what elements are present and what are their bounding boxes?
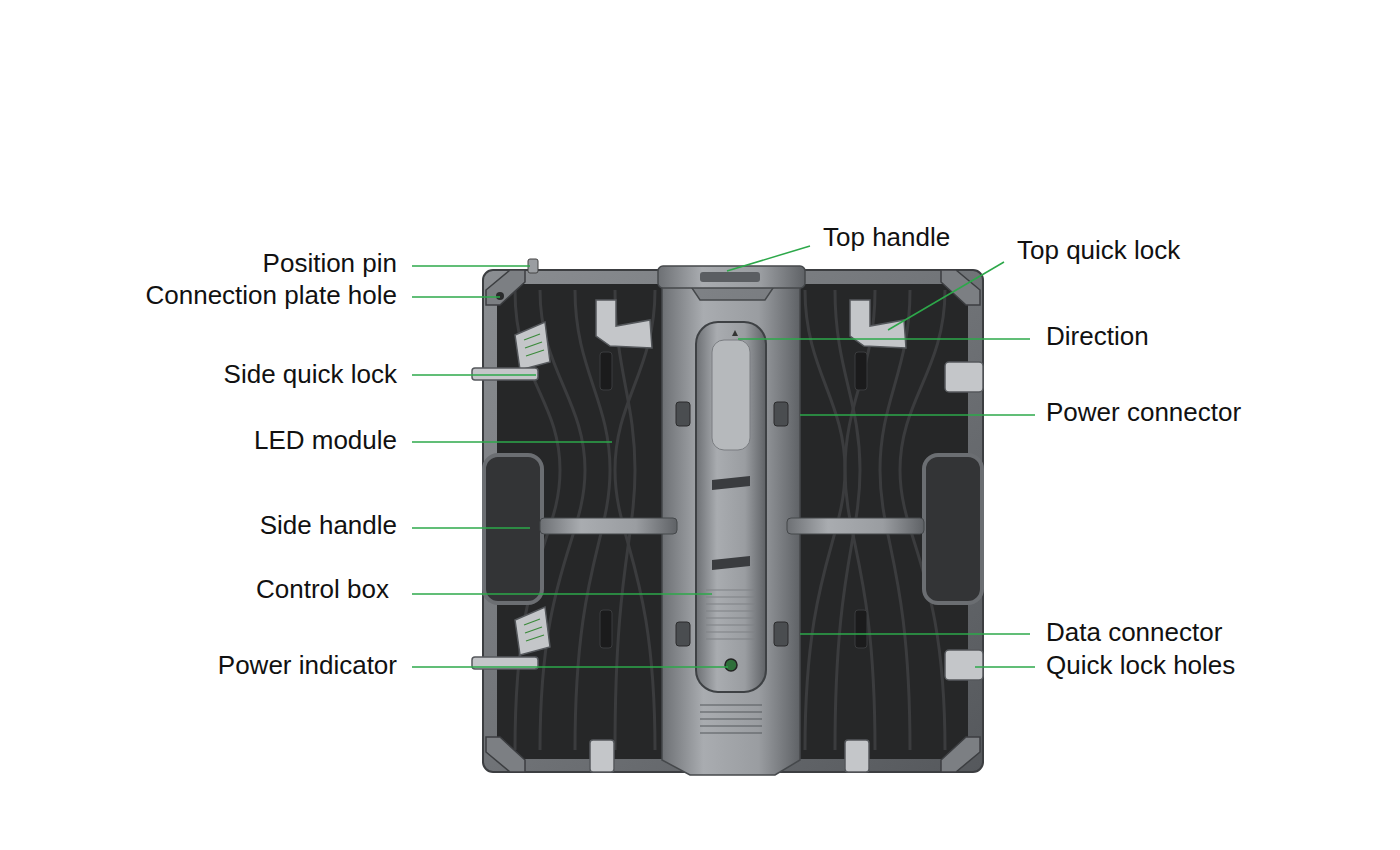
part-label: Data connector [1046, 617, 1222, 647]
control-box [696, 322, 766, 692]
part-label: LED module [254, 425, 397, 455]
part-label: Quick lock holes [1046, 650, 1235, 680]
part-label: Top handle [823, 222, 950, 252]
part-label: Control box [256, 574, 389, 604]
power-indicator [725, 659, 737, 671]
center-spine [662, 285, 800, 775]
panel-pattern [515, 290, 945, 750]
part-label: Connection plate hole [145, 280, 397, 310]
part-label: Top quick lock [1017, 235, 1180, 265]
part-label: Power indicator [218, 650, 397, 680]
connectors [676, 402, 788, 646]
part-label: Direction [1046, 321, 1149, 351]
part-label: Power connector [1046, 397, 1241, 427]
side-handle-right [924, 455, 982, 603]
leader-lines [412, 246, 1035, 667]
part-label: Side quick lock [224, 359, 397, 389]
part-label: Side handle [260, 510, 397, 540]
quick-locks [472, 300, 983, 772]
part-label: Position pin [263, 248, 397, 278]
side-handle-left [484, 455, 542, 603]
